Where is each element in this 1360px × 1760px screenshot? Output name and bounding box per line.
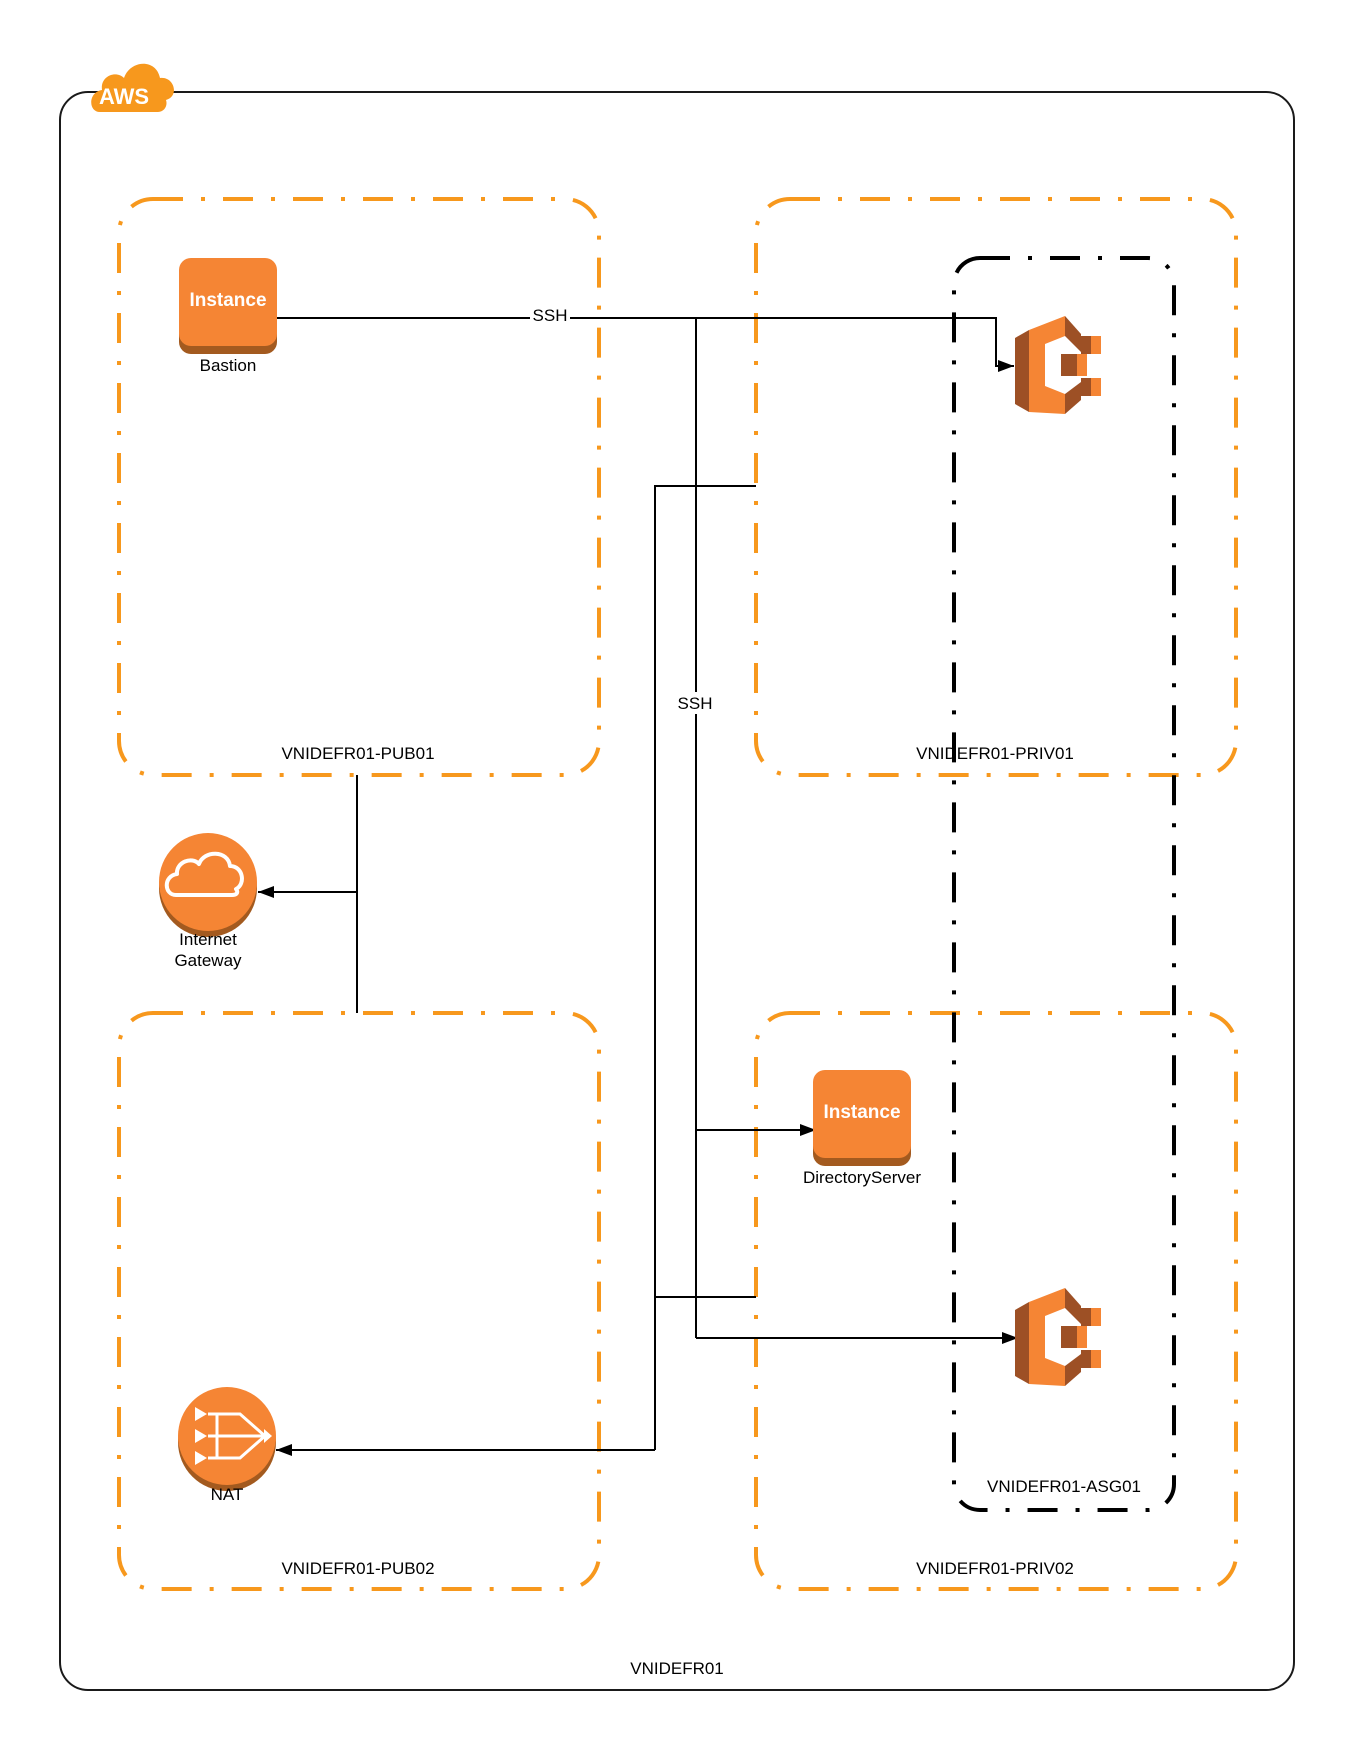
internet-gateway-label-line1: Internet [179,930,237,949]
aws-badge-label: AWS [99,84,149,109]
nat-label: NAT [211,1485,244,1504]
subnet-pub01 [117,197,601,777]
subnet-priv02 [754,1011,1238,1591]
subnet-priv01-label: VNIDEFR01-PRIV01 [916,744,1074,763]
nat-gateway-icon[interactable] [178,1387,276,1491]
asg-label: VNIDEFR01-ASG01 [987,1477,1141,1496]
ssh-label-bg-vertical [674,692,718,714]
ecs-container-icon-bottom[interactable] [1015,1288,1101,1386]
bastion-label: Bastion [200,356,257,375]
aws-cloud-icon: AWS [91,63,174,112]
priv01-route [654,485,756,1450]
ssh-label-vertical: SSH [678,694,713,713]
directory-server-label: DirectoryServer [803,1168,921,1187]
subnet-pub02 [117,1011,601,1591]
ssh-label-bg-top [530,304,570,326]
internet-gateway-label-line2: Gateway [174,951,242,970]
subnet-pub01-label: VNIDEFR01-PUB01 [281,744,434,763]
vpc-container [59,91,1295,1691]
ssh-connection-top [275,317,1014,372]
subnet-priv02-label: VNIDEFR01-PRIV02 [916,1559,1074,1578]
subnet-pub02-label: VNIDEFR01-PUB02 [281,1559,434,1578]
vpc-label: VNIDEFR01 [630,1659,724,1678]
directory-server-instance-icon[interactable]: Instance [813,1070,911,1166]
ecs-container-icon-top[interactable] [1015,316,1101,414]
internet-gateway-icon[interactable] [159,833,257,937]
autoscaling-group [952,256,1176,1512]
ssh-label-top: SSH [533,306,568,325]
subnet-priv01 [754,197,1238,777]
bastion-icon-text: Instance [189,290,266,311]
directory-server-icon-text: Instance [823,1102,900,1123]
bastion-instance-icon[interactable]: Instance [179,258,277,354]
